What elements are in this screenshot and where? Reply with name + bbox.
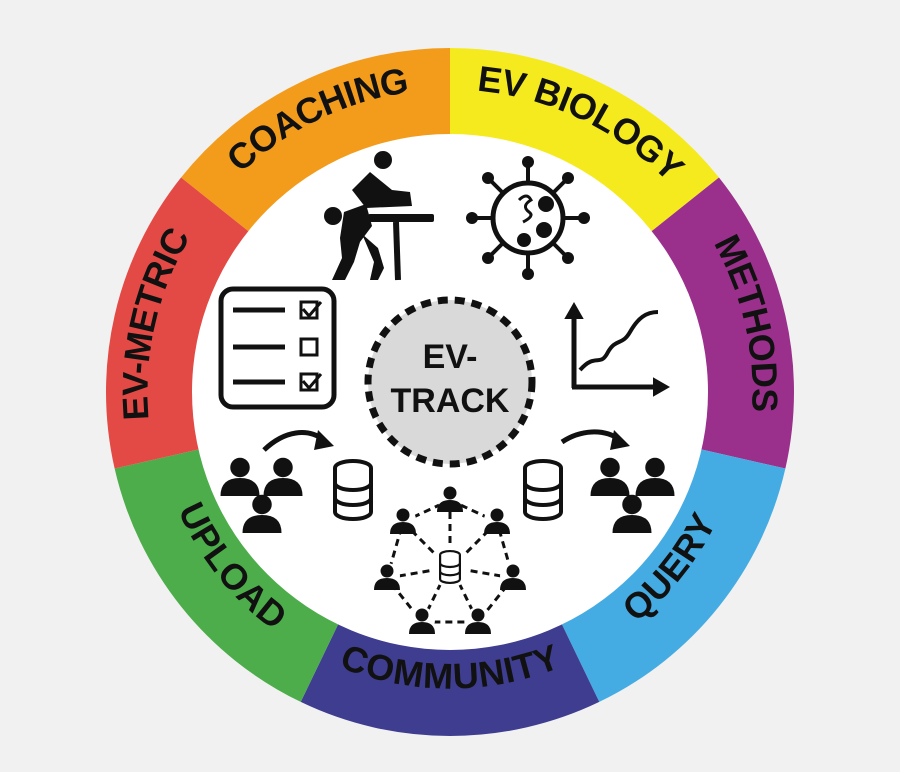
- center-line1: EV-: [423, 338, 478, 376]
- coaching-icon: [324, 151, 434, 281]
- virus-icon: [466, 156, 590, 280]
- segment-upload: [114, 448, 339, 702]
- community-network-icon: [374, 485, 526, 634]
- query-icon: [523, 429, 675, 533]
- ring-segments: [106, 48, 794, 736]
- center-line2: TRACK: [391, 382, 510, 420]
- center-ev-track: EV- TRACK: [364, 296, 536, 468]
- upload-icon: [220, 430, 373, 533]
- segment-community: [300, 622, 600, 736]
- segment-ev-metric: [106, 177, 250, 469]
- segment-ev-biology: [450, 48, 719, 233]
- segment-coaching: [181, 48, 450, 233]
- checklist-icon: [218, 286, 337, 410]
- segment-methods: [650, 177, 794, 469]
- graph-icon: [564, 301, 671, 397]
- segment-query: [561, 448, 786, 702]
